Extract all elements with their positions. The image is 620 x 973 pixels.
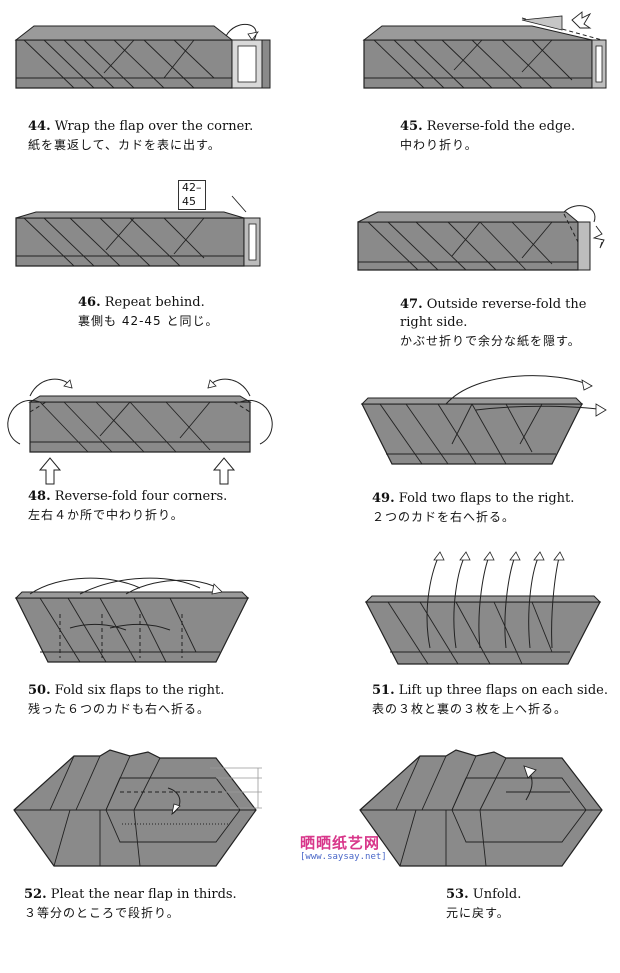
step-46-text: Repeat behind. <box>104 295 205 310</box>
step-47-caption: 47. Outside reverse-fold the right side.… <box>400 296 615 350</box>
step-48-number: 48. <box>28 489 51 504</box>
step-52-jp: ３等分のところで段折り。 <box>24 906 180 920</box>
step-44-diagram <box>14 23 271 89</box>
step-46-diagram <box>15 195 261 267</box>
step-53-number: 53. <box>446 887 469 902</box>
step-45-caption: 45. Reverse-fold the edge. 中わり折り。 <box>400 118 615 154</box>
step-50-caption: 50. Fold six flaps to the right. 残った６つのカ… <box>28 682 288 718</box>
step-45-text: Reverse-fold the edge. <box>426 119 576 134</box>
step-50-jp: 残った６つのカドも右へ折る。 <box>28 702 211 716</box>
step-46-caption: 46. Repeat behind. 裏側も 42-45 と同じ。 <box>78 294 298 330</box>
step-52-text: Pleat the near flap in thirds. <box>50 887 237 902</box>
step-45-number: 45. <box>400 119 423 134</box>
step-45-diagram <box>362 11 607 89</box>
step-49-caption: 49. Fold two flaps to the right. ２つのカドを右… <box>372 490 612 526</box>
step-44-jp: 紙を裏返して、カドを表に出す。 <box>28 138 221 152</box>
step-48-caption: 48. Reverse-fold four corners. 左右４か所で中わり… <box>28 488 288 524</box>
step-51-number: 51. <box>372 683 395 698</box>
step-53-diagram <box>359 749 603 867</box>
step-47-diagram <box>357 205 605 271</box>
step-49-text: Fold two flaps to the right. <box>398 491 575 506</box>
step-51-jp: 表の３枚と裏の３枚を上へ折る。 <box>372 702 568 716</box>
step-53-caption: 53. Unfold. 元に戻す。 <box>446 886 606 922</box>
reference-label-42-45: 42–45 <box>178 180 206 210</box>
step-51-diagram <box>364 551 602 665</box>
step-48-jp: 左右４か所で中わり折り。 <box>28 508 184 522</box>
step-49-number: 49. <box>372 491 395 506</box>
step-47-text-line2: right side. <box>400 315 468 330</box>
step-52-diagram <box>13 749 262 867</box>
step-50-diagram <box>14 577 250 663</box>
step-52-number: 52. <box>24 887 47 902</box>
step-53-text: Unfold. <box>472 887 522 902</box>
watermark-url: [www.saysay.net] <box>300 852 387 862</box>
step-44-caption: 44. Wrap the flap over the corner. 紙を裏返し… <box>28 118 298 154</box>
watermark-title: 晒晒纸艺网 <box>300 834 381 852</box>
step-48-text: Reverse-fold four corners. <box>54 489 228 504</box>
step-49-diagram <box>360 375 607 465</box>
step-48-diagram <box>7 378 273 485</box>
step-51-caption: 51. Lift up three flaps on each side. 表の… <box>372 682 617 718</box>
step-50-text: Fold six flaps to the right. <box>54 683 225 698</box>
step-47-number: 47. <box>400 297 423 312</box>
step-47-jp: かぶせ折りで余分な紙を隠す。 <box>400 334 581 348</box>
step-44-text: Wrap the flap over the corner. <box>54 119 254 134</box>
step-52-caption: 52. Pleat the near flap in thirds. ３等分のと… <box>24 886 294 922</box>
step-46-jp: 裏側も 42-45 と同じ。 <box>78 314 219 328</box>
step-51-text: Lift up three flaps on each side. <box>398 683 608 698</box>
step-44-number: 44. <box>28 119 51 134</box>
step-53-jp: 元に戻す。 <box>446 906 510 920</box>
step-45-jp: 中わり折り。 <box>400 138 478 152</box>
step-47-text: Outside reverse-fold the <box>426 297 587 312</box>
step-46-number: 46. <box>78 295 101 310</box>
step-49-jp: ２つのカドを右へ折る。 <box>372 510 516 524</box>
step-50-number: 50. <box>28 683 51 698</box>
